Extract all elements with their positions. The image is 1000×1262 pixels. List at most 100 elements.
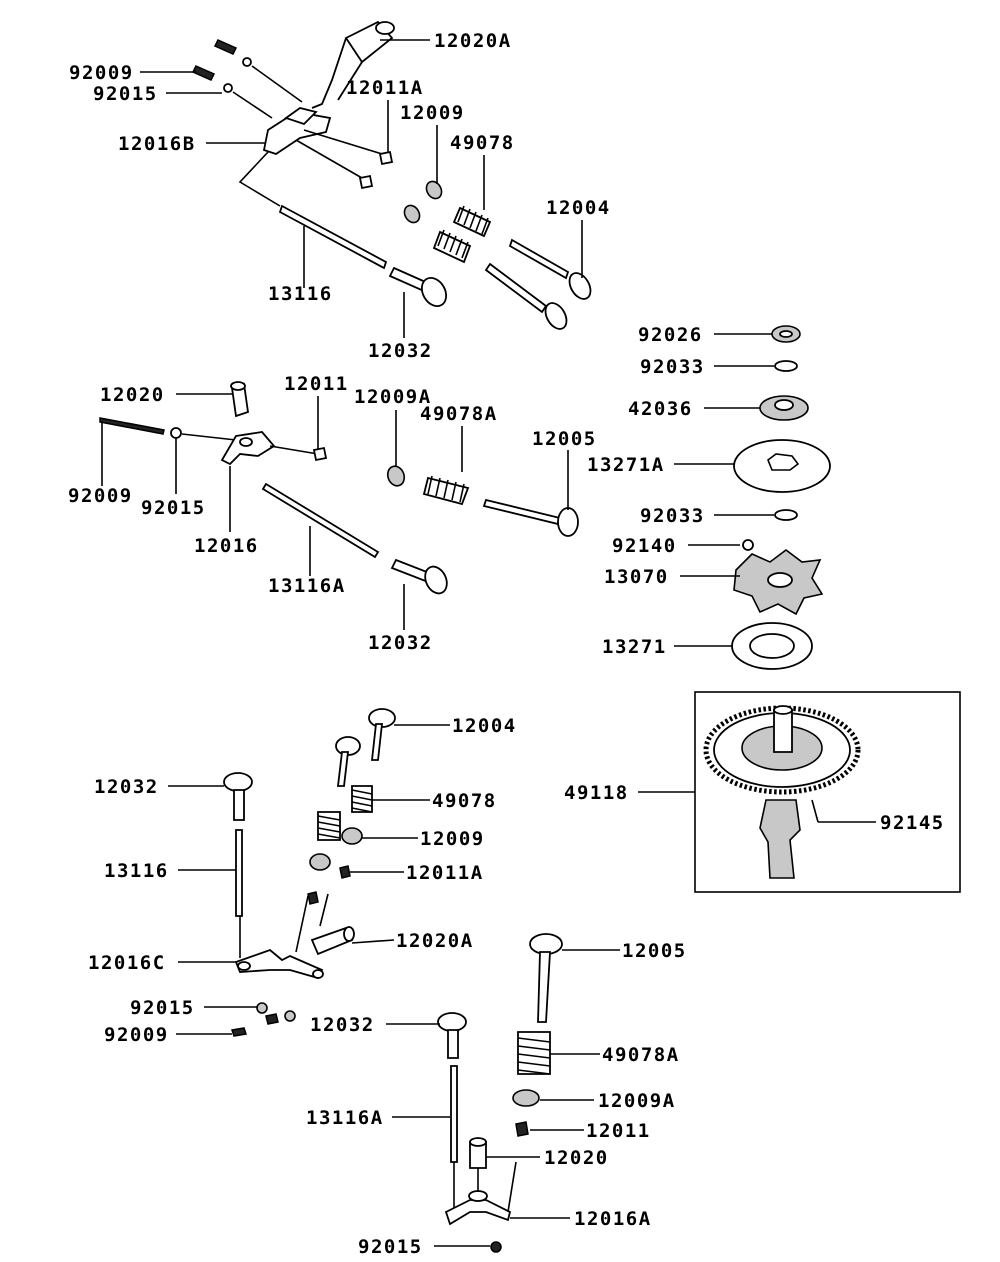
- label-12032-bottom: 12032: [94, 776, 159, 798]
- rocker-arm-12016B: [238, 107, 383, 207]
- spring-retainer: [512, 1089, 540, 1107]
- valve-cap: [515, 1121, 529, 1137]
- valve-12004: [508, 238, 592, 300]
- label-49118: 49118: [564, 782, 629, 804]
- label-12005-bottom: 12005: [622, 940, 687, 962]
- valve-spring: [452, 205, 492, 238]
- middle-assembly: [99, 381, 579, 595]
- label-13116: 13116: [268, 283, 333, 305]
- part-labels: 12020A 92009 92015 12011A 12009 12016B 4…: [68, 30, 943, 1258]
- valve-cap: [339, 865, 351, 879]
- spring-retainer: [341, 827, 363, 845]
- tappet-12032: [388, 266, 448, 308]
- label-92140: 92140: [612, 535, 677, 557]
- label-12020: 12020: [100, 384, 165, 406]
- label-12011-bottom: 12011: [586, 1120, 651, 1142]
- pivot-pin-12020A: [311, 20, 395, 109]
- label-12020A-bottom: 12020A: [396, 930, 474, 952]
- push-rod-13116: [278, 204, 388, 270]
- label-12011: 12011: [284, 373, 349, 395]
- label-49078: 49078: [450, 132, 515, 154]
- label-12011A: 12011A: [346, 77, 424, 99]
- label-12032: 12032: [368, 340, 433, 362]
- tappet-12032: [390, 558, 448, 595]
- spring-retainer: [386, 465, 406, 487]
- label-92009: 92009: [69, 62, 134, 84]
- label-92026: 92026: [638, 324, 703, 346]
- adjusting-screw: [99, 417, 165, 435]
- label-12016C: 12016C: [88, 952, 166, 974]
- circlip-92033: [774, 509, 798, 521]
- valve-cap: [307, 891, 319, 905]
- label-12009A-bottom: 12009A: [598, 1090, 676, 1112]
- label-12011A-bottom: 12011A: [406, 862, 484, 884]
- valve-spring: [422, 475, 470, 506]
- valve-cap: [312, 446, 328, 462]
- washer-13271A: [733, 439, 831, 493]
- label-92015-mid: 92015: [141, 497, 206, 519]
- valve-12004: [368, 708, 396, 761]
- label-12004: 12004: [546, 197, 611, 219]
- tappet-12032: [223, 772, 253, 821]
- bottom-right-assembly: [437, 933, 563, 1253]
- label-12009: 12009: [400, 102, 465, 124]
- label-13271: 13271: [602, 636, 667, 658]
- adjusting-screw: [265, 1013, 279, 1025]
- push-rod-13116: [235, 829, 243, 917]
- label-12004-bottom: 12004: [452, 715, 517, 737]
- nut-92015: [256, 1002, 268, 1014]
- label-12005: 12005: [532, 428, 597, 450]
- label-49078-bottom: 49078: [432, 790, 497, 812]
- label-92033-lower: 92033: [640, 505, 705, 527]
- nut-92015: [490, 1241, 502, 1253]
- label-12009-bottom: 12009: [420, 828, 485, 850]
- adjusting-screw: [231, 1027, 247, 1037]
- valve-12004: [335, 736, 361, 787]
- label-12032-mid: 12032: [368, 632, 433, 654]
- rocker-arm-12016: [220, 431, 276, 466]
- valve-spring: [432, 229, 472, 264]
- nut-92015: [284, 1010, 296, 1022]
- pivot-pin-12020: [469, 1137, 487, 1169]
- top-assembly: [191, 20, 592, 330]
- label-13070: 13070: [604, 566, 669, 588]
- valve-cap: [358, 174, 374, 190]
- label-12016A: 12016A: [574, 1208, 652, 1230]
- bottom-left-assembly: [223, 708, 396, 1037]
- label-12020-bottom: 12020: [544, 1147, 609, 1169]
- valve-spring: [351, 785, 373, 813]
- label-12009A: 12009A: [354, 386, 432, 408]
- label-92015: 92015: [93, 83, 158, 105]
- label-12032-lower: 12032: [310, 1014, 375, 1036]
- circlip-92033: [774, 360, 798, 372]
- rocker-arm-12016A: [444, 1190, 512, 1226]
- spring-retainer: [403, 204, 421, 224]
- ball-92140: [742, 539, 754, 551]
- label-13116A: 13116A: [268, 575, 346, 597]
- camshaft-gear-49118: [703, 705, 861, 879]
- push-rod-13116A: [261, 482, 380, 559]
- tappet-12032: [437, 1012, 467, 1059]
- label-13271A: 13271A: [587, 454, 665, 476]
- governor-flyweight-13070: [733, 549, 824, 616]
- label-92015-bottom: 92015: [130, 997, 195, 1019]
- pivot-pin-12020A: [310, 926, 355, 956]
- label-12016B: 12016B: [118, 133, 196, 155]
- valve-12005: [529, 933, 563, 1023]
- label-12016: 12016: [194, 535, 259, 557]
- label-13116A-bottom: 13116A: [306, 1107, 384, 1129]
- valve-12005: [482, 498, 579, 537]
- rocker-arm-12016C: [234, 948, 324, 980]
- label-13116-bottom: 13116: [104, 860, 169, 882]
- label-12020A: 12020A: [434, 30, 512, 52]
- valve-spring: [517, 1031, 551, 1075]
- leader-lines: [101, 39, 876, 1247]
- label-92015-last: 92015: [358, 1236, 423, 1258]
- valve-spring: [317, 811, 341, 841]
- adjusting-screws: [191, 39, 303, 119]
- label-92009-bottom: 92009: [104, 1024, 169, 1046]
- valve-12004: [484, 262, 568, 330]
- spring-retainer: [309, 853, 331, 871]
